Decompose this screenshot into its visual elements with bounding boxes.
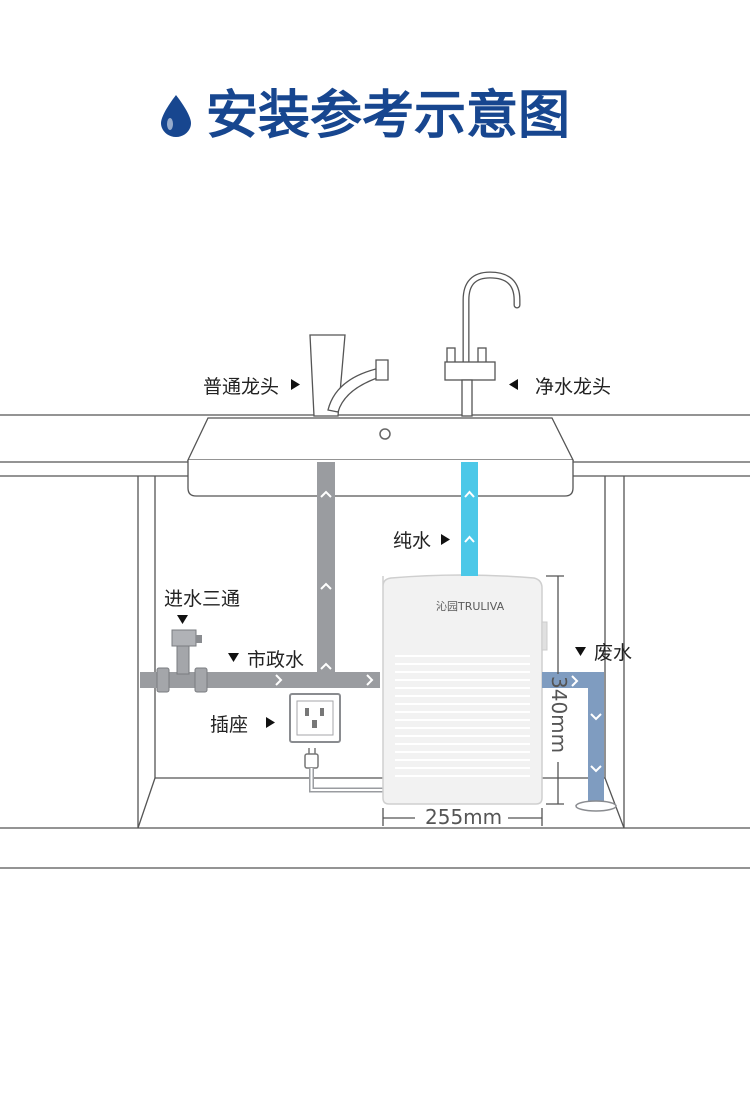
label-inlet-tee: 进水三通: [164, 588, 240, 610]
labels: 普通龙头 净水龙头 纯水 进水三通 市政水 插座 废水: [164, 376, 632, 736]
label-socket: 插座: [210, 714, 248, 736]
arrow-right-icon: [266, 717, 275, 728]
label-waste-water: 废水: [594, 642, 632, 664]
floor-drain: [575, 800, 617, 812]
label-municipal-water: 市政水: [247, 649, 304, 671]
dimension-lines: 255mm 340mm: [382, 575, 571, 829]
inlet-tee-valve: [156, 629, 208, 693]
waste-water-pipe: [542, 672, 617, 812]
page-title: 安装参考示意图: [206, 86, 570, 146]
arrow-left-icon: [509, 379, 518, 390]
brand-logo: 沁园TRULIVA: [436, 600, 505, 613]
sink: [186, 417, 575, 497]
height-dimension: 340mm: [547, 676, 571, 753]
vent-grille: [395, 655, 530, 777]
water-drop-icon: [161, 95, 191, 137]
normal-faucet: [309, 334, 389, 417]
arrow-down-icon: [177, 615, 188, 624]
arrow-down-icon: [575, 647, 586, 656]
label-purified-faucet: 净水龙头: [535, 376, 611, 398]
arrow-right-icon: [291, 379, 300, 390]
arrow-right-icon: [441, 534, 450, 545]
arrow-down-icon: [228, 653, 239, 662]
title-group: 安装参考示意图: [161, 86, 570, 146]
socket: [289, 693, 385, 793]
purified-faucet: [444, 271, 521, 417]
label-pure-water: 纯水: [393, 530, 431, 552]
sink-drain: [379, 428, 391, 440]
pure-water-pipe: [461, 462, 478, 576]
purifier-unit: 沁园TRULIVA: [382, 574, 548, 805]
width-dimension: 255mm: [425, 805, 502, 829]
label-normal-faucet: 普通龙头: [203, 376, 279, 398]
